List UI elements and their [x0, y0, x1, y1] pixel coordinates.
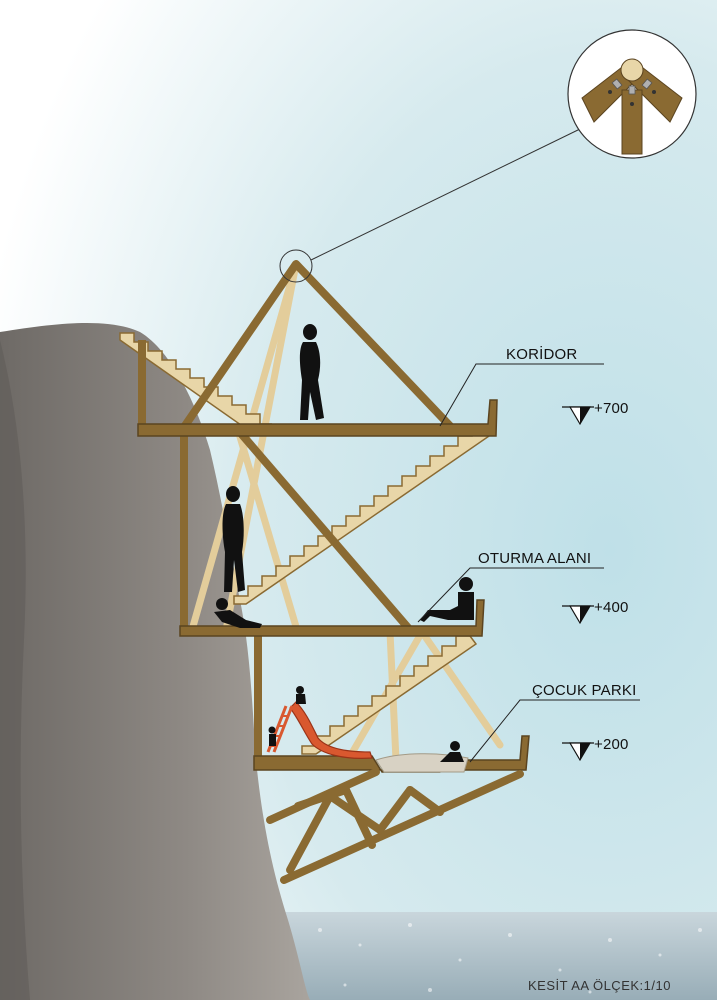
child-on-ladder: [268, 726, 276, 746]
person-seated-right: [420, 577, 474, 622]
lower-truss: [266, 768, 524, 884]
detail-leader-line: [310, 127, 583, 261]
level-marker-700: [562, 406, 594, 426]
cliff-rock: [0, 322, 310, 1000]
person-standing-corridor: [299, 324, 324, 420]
child-sandpit: [440, 741, 464, 762]
wood-frame: [138, 260, 455, 764]
label-leaders: [417, 363, 640, 763]
detail-marker-circle: [279, 249, 313, 283]
level-400-text: +400: [594, 599, 629, 616]
staircases: [119, 332, 494, 755]
person-reclining-left: [214, 598, 262, 628]
person-standing-middle: [222, 486, 245, 592]
label-koridor: KORİDOR: [506, 346, 578, 363]
cliff-shadow: [0, 340, 30, 1000]
level-700-text: +700: [594, 400, 629, 417]
sea-water: [280, 912, 717, 1000]
label-oturma-alani: OTURMA ALANI: [478, 550, 592, 567]
elevation-markers: [562, 406, 594, 762]
joint-detail-bubble: [567, 29, 697, 159]
human-figures: [214, 324, 474, 762]
sea-foam: [318, 923, 702, 994]
level-marker-200: [562, 742, 594, 762]
playground-slide: [289, 701, 373, 759]
level-marker-400: [562, 605, 594, 625]
child-on-slide: [296, 686, 306, 704]
label-cocuk-parki: ÇOCUK PARKI: [532, 682, 637, 699]
section-caption: KESİT AA ÖLÇEK:1/10: [528, 978, 671, 993]
level-200-text: +200: [594, 736, 629, 753]
